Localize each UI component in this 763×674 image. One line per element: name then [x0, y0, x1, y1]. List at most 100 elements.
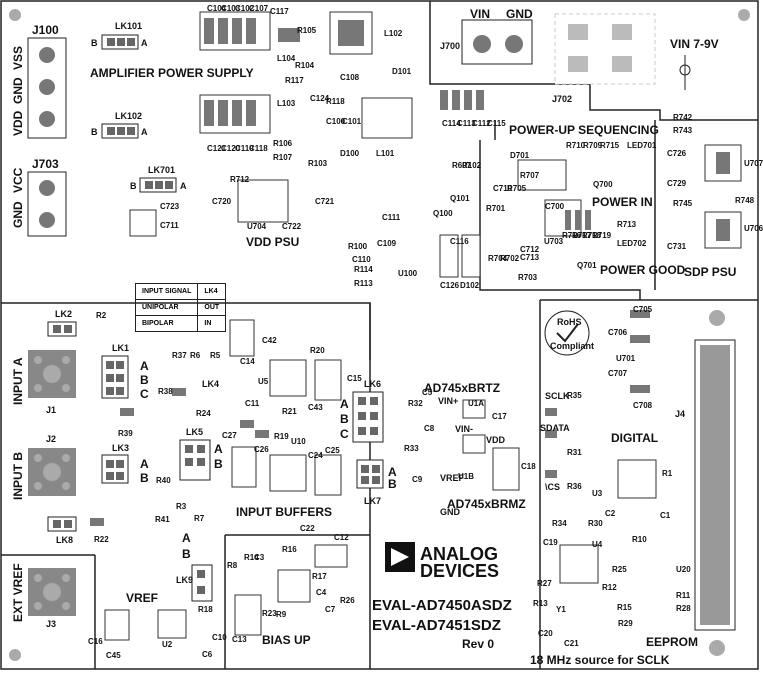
- refdes-c713: C713: [520, 253, 540, 262]
- refdes-r709: R709: [583, 141, 603, 150]
- refdes-r701: R701: [486, 204, 506, 213]
- j2-ref: J2: [46, 434, 57, 444]
- refdes-l102: L102: [384, 29, 403, 38]
- refdes-r6: R6: [190, 351, 201, 360]
- refdes-r117: R117: [285, 76, 304, 85]
- lk8-ref: LK8: [56, 535, 74, 545]
- refdes-c27: C27: [222, 431, 237, 440]
- refdes-r38: R38: [158, 387, 173, 396]
- refdes-q100: Q100: [433, 209, 453, 218]
- refdes-c17: C17: [492, 412, 507, 421]
- refdes-c2: C2: [605, 509, 616, 518]
- refdes-c116: C116: [450, 237, 469, 246]
- j703-pin-gnd: GND: [11, 201, 25, 228]
- refdes-r107: R107: [273, 153, 293, 162]
- refdes-d100: D100: [340, 149, 360, 158]
- refdes-c120: C120: [221, 144, 241, 153]
- j4-connector: [694, 310, 736, 656]
- refdes-q101: Q101: [450, 194, 470, 203]
- pin-letter: B: [91, 38, 98, 48]
- j703-ref: J703: [32, 157, 59, 171]
- refdes-r103: R103: [308, 159, 328, 168]
- refdes-r106: R106: [273, 139, 293, 148]
- pin-letter: A: [340, 397, 349, 411]
- pin-letter: B: [388, 477, 397, 491]
- refdes-d101: D101: [392, 67, 412, 76]
- j1-label: INPUT A: [11, 357, 25, 405]
- refdes-r28: R28: [676, 604, 691, 613]
- pin-letter: B: [140, 373, 149, 387]
- refdes-u704: U704: [247, 222, 267, 231]
- component-footprints: [104, 11, 742, 641]
- pin-label-vinp: VIN+: [438, 396, 459, 406]
- refdes-c710: C710: [493, 184, 513, 193]
- refdes-r742: R742: [673, 113, 693, 122]
- j4-ref: J4: [675, 409, 686, 419]
- refdes-r22: R22: [94, 535, 109, 544]
- refdes-c112: C112: [472, 119, 491, 128]
- refdes-c25: C25: [325, 446, 340, 455]
- pin-letter: A: [140, 457, 149, 471]
- refdes-l104: L104: [277, 54, 296, 63]
- refdes-d102: D102: [460, 281, 480, 290]
- refdes-r113: R113: [354, 279, 373, 288]
- refdes-r748: R748: [735, 196, 755, 205]
- lk6-ref: LK6: [364, 379, 382, 389]
- refdes-c22: C22: [300, 524, 315, 533]
- refdes-c119: C119: [235, 144, 254, 153]
- refdes-c103: C103: [221, 4, 241, 13]
- j703-pin-vcc: VCC: [11, 167, 25, 193]
- refdes-c5: C5: [422, 388, 433, 397]
- refdes-r26: R26: [340, 596, 355, 605]
- refdes-c18: C18: [521, 462, 536, 471]
- pin-label-vinn: VIN-: [455, 424, 473, 434]
- refdes-c7: C7: [325, 605, 336, 614]
- refdes-u5: U5: [258, 377, 269, 386]
- pin-label-sdata: SDATA: [540, 423, 570, 433]
- lk7-ref: LK7: [364, 496, 382, 506]
- refdes-r105: R105: [297, 26, 317, 35]
- refdes-r13: R13: [533, 599, 548, 608]
- smd-pads: [90, 18, 730, 526]
- refdes-r3: R3: [176, 502, 187, 511]
- refdes-c707: C707: [608, 369, 628, 378]
- company-name-line2: DEVICES: [420, 561, 500, 581]
- table-cell: IN: [197, 315, 227, 332]
- power-good-label: POWER GOOD: [600, 263, 686, 277]
- dc-jack-symbol: [679, 55, 691, 90]
- refdes-u2: U2: [162, 640, 173, 649]
- lk9-ref: LK9: [176, 575, 194, 585]
- refdes-c14: C14: [240, 357, 255, 366]
- refdes-r1: R1: [662, 469, 673, 478]
- refdes-u10: U10: [291, 437, 306, 446]
- refdes-l103: L103: [277, 99, 296, 108]
- refdes-c117: C117: [270, 7, 289, 16]
- pin-letter: A: [214, 442, 223, 456]
- rohs-text: RoHS: [557, 317, 582, 327]
- refdes-c21: C21: [564, 639, 579, 648]
- j700-connector: [461, 19, 533, 65]
- pin-letter: A: [388, 465, 397, 479]
- refdes-c711: C711: [160, 221, 179, 230]
- digital-label: DIGITAL: [611, 431, 659, 445]
- refdes-r100: R100: [348, 242, 368, 251]
- power-in-label: POWER IN: [592, 195, 653, 209]
- j702-connector: [554, 13, 656, 85]
- lk701-ref: LK701: [148, 165, 176, 175]
- refdes-u706: U706: [744, 224, 763, 233]
- j2-label: INPUT B: [11, 452, 25, 500]
- refdes-c1: C1: [660, 511, 671, 520]
- table-header-cell: LK4: [197, 283, 227, 300]
- part-label-brmz: AD745xBRMZ: [447, 497, 526, 511]
- refdes-c104: C104: [207, 4, 227, 13]
- power-up-sequencing-label: POWER-UP SEQUENCING: [509, 123, 659, 137]
- refdes-u701: U701: [616, 354, 636, 363]
- refdes-r707: R707: [520, 171, 540, 180]
- refdes-c42: C42: [262, 336, 277, 345]
- j100-pin-vss: VSS: [11, 45, 25, 70]
- refdes-r703: R703: [518, 273, 538, 282]
- refdes-r118: R118: [326, 97, 345, 106]
- refdes-r5: R5: [210, 351, 221, 360]
- board-name-2: EVAL-AD7451SDZ: [372, 617, 501, 634]
